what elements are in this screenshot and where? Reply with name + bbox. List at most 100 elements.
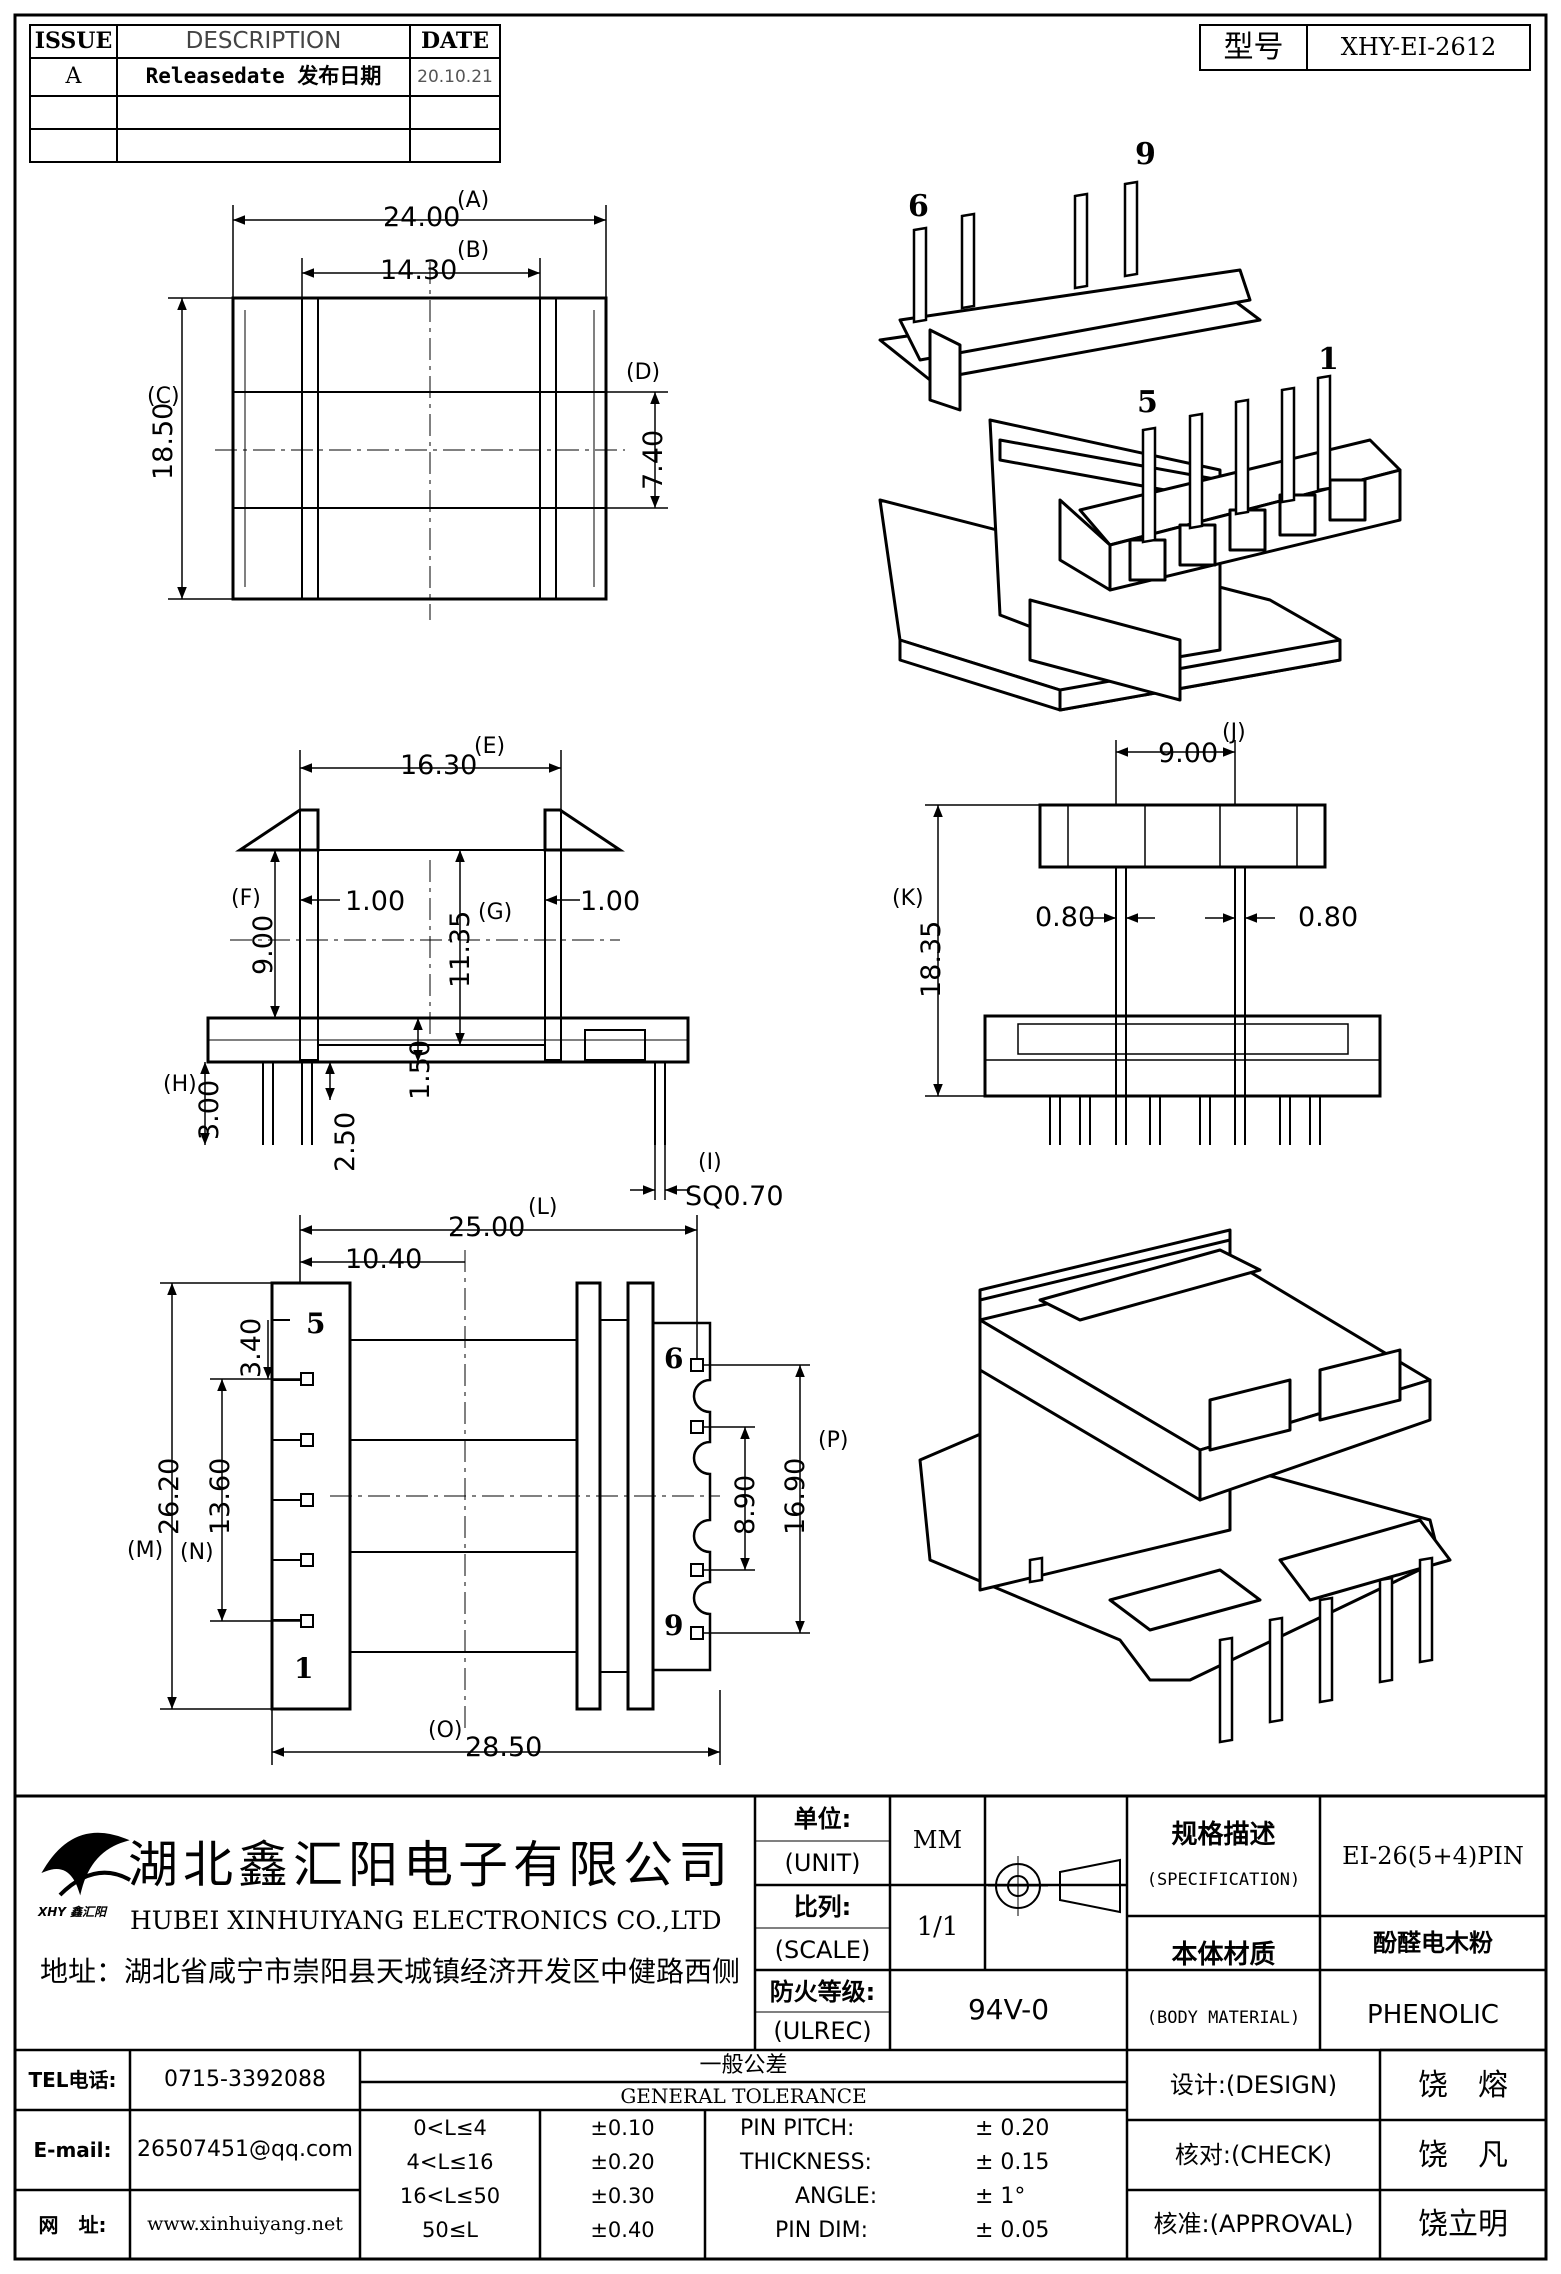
- dim-i-value: SQ0.70: [685, 1181, 784, 1212]
- dim-j-letter: (J): [1222, 720, 1246, 745]
- contact-tel-label: TEL电话:: [28, 2068, 117, 2092]
- spec-label-cn: 规格描述: [1171, 1819, 1276, 1850]
- tolerance-range-2: 4<L≤16: [406, 2150, 494, 2175]
- bottom-view-pins: [300, 1358, 704, 1640]
- contact-email-value[interactable]: 26507451@qq.com: [137, 2136, 353, 2162]
- page-border: [13, 13, 1548, 2261]
- signoff-check-label: 核对:(CHECK): [1174, 2140, 1333, 2169]
- dim-b-letter: (B): [457, 238, 490, 263]
- pin-label-5-bottom: 5: [306, 1307, 326, 1340]
- tolerance-range-3: 16<L≤50: [399, 2184, 501, 2209]
- dim-o-value: 28.50: [465, 1732, 543, 1763]
- isometric-view-bottom-pins: [1028, 1556, 1434, 1744]
- pin-label-9-iso: 9: [1135, 137, 1156, 172]
- dim-h-letter: (H): [163, 1072, 197, 1097]
- dim-l-sub-value: 10.40: [345, 1244, 423, 1275]
- dim-pin-len-value: 2.50: [330, 1111, 361, 1172]
- dim-d-value: 7.40: [638, 429, 669, 490]
- dim-n-letter: (N): [180, 1540, 214, 1565]
- company-name-en: HUBEI XINHUIYANG ELECTRONICS CO.,LTD: [130, 1906, 722, 1935]
- dim-c-letter: (C): [147, 384, 180, 409]
- tolerance-spec-angle: ANGLE:: [795, 2184, 878, 2209]
- material-label-cn: 本体材质: [1171, 1939, 1276, 1970]
- tolerance-range-4: 50≤L: [421, 2218, 479, 2243]
- dim-d-letter: (D): [626, 360, 661, 385]
- signoff-approval-label: 核准:(APPROVAL): [1153, 2210, 1354, 2239]
- dim-k-value: 18.35: [916, 920, 947, 998]
- dim-m-value: 26.20: [154, 1457, 185, 1535]
- top-view: [215, 262, 625, 620]
- dim-j-value: 9.00: [1158, 738, 1219, 769]
- signoff-approval-name: 饶立明: [1418, 2207, 1508, 2242]
- projection-symbol: [988, 1856, 1121, 1916]
- unit-label-en: (UNIT): [784, 1848, 861, 1877]
- tolerance-spec-angle-value: ± 1°: [975, 2184, 1026, 2209]
- tolerance-spec-pin-dim: PIN DIM:: [775, 2218, 869, 2243]
- company-logo-text: XHY 鑫汇阳: [38, 1905, 107, 1919]
- pin-label-6-iso: 6: [908, 189, 929, 224]
- signoff-design-name: 饶 熔: [1418, 2067, 1508, 2103]
- material-value-cn: 酚醛电木粉: [1373, 1928, 1493, 1957]
- contact-email-label: E-mail:: [33, 2138, 112, 2162]
- model-label: 型号: [1223, 30, 1284, 65]
- model-value: XHY-EI-2612: [1340, 33, 1497, 62]
- dim-e-letter: (E): [474, 734, 506, 759]
- contact-web-value[interactable]: www.xinhuiyang.net: [147, 2213, 343, 2236]
- ulrec-label-en: (ULREC): [773, 2016, 872, 2045]
- tolerance-spec-thickness: THICKNESS:: [740, 2150, 872, 2175]
- title-block-grid: [15, 1796, 1546, 2259]
- tolerance-spec-thickness-value: ± 0.15: [975, 2150, 1050, 2175]
- scale-value: 1/1: [916, 1912, 959, 1943]
- isometric-view-bottom: [918, 1228, 1452, 1682]
- company-logo: [41, 1832, 131, 1897]
- dim-l-value: 25.00: [448, 1212, 526, 1243]
- spec-label-en: (SPECIFICATION): [1146, 1869, 1301, 1890]
- pin-label-6-bottom: 6: [664, 1342, 684, 1375]
- side-section-dims: [200, 750, 690, 1200]
- unit-value: MM: [912, 1826, 963, 1855]
- dim-m-letter: (M): [127, 1538, 164, 1563]
- ulrec-label-cn: 防火等级:: [769, 1977, 876, 2006]
- dim-f-letter: (F): [231, 886, 261, 911]
- revision-row-date: 20.10.21: [417, 66, 493, 87]
- front-view: [983, 803, 1382, 1145]
- dim-n-sub-value: 3.40: [236, 1317, 267, 1378]
- dim-a-letter: (A): [457, 188, 490, 213]
- revision-header-issue: ISSUE: [34, 28, 113, 55]
- dim-g-value: 11.35: [445, 910, 476, 988]
- tolerance-value-2: ±0.20: [590, 2150, 655, 2175]
- tolerance-spec-pin-pitch: PIN PITCH:: [740, 2116, 855, 2141]
- dim-p-value: 16.90: [780, 1457, 811, 1535]
- model-box: [1199, 24, 1531, 71]
- bottom-view: [270, 1250, 720, 1730]
- dim-i-letter: (I): [698, 1150, 722, 1175]
- tolerance-value-4: ±0.40: [590, 2218, 655, 2243]
- tolerance-spec-pin-dim-value: ± 0.05: [975, 2218, 1050, 2243]
- ulrec-value: 94V-0: [967, 1992, 1050, 2026]
- scale-label-cn: 比列:: [793, 1892, 852, 1921]
- dim-e-value: 16.30: [400, 750, 478, 781]
- dim-j-right-value: 0.80: [1298, 902, 1359, 933]
- dim-base-value: 1.50: [405, 1039, 436, 1100]
- unit-label-cn: 单位:: [793, 1804, 852, 1833]
- dim-f-value: 9.00: [248, 914, 279, 975]
- isometric-view-top-pins: [912, 180, 1332, 544]
- dim-l-letter: (L): [528, 1195, 558, 1220]
- material-label-en: (BODY MATERIAL): [1146, 2007, 1301, 2028]
- dim-j-left-value: 0.80: [1035, 902, 1096, 933]
- dim-n-value: 13.60: [205, 1457, 236, 1535]
- dim-o-letter: (O): [428, 1718, 463, 1743]
- front-view-dims: [925, 740, 1275, 1097]
- dim-c-value: 18.50: [148, 402, 179, 480]
- bottom-view-dims: [160, 1215, 810, 1765]
- pin-label-5-iso: 5: [1137, 385, 1158, 420]
- tolerance-title-cn: 一般公差: [699, 2052, 788, 2078]
- tolerance-title-en: GENERAL TOLERANCE: [620, 2084, 867, 2108]
- dim-f-wall-value: 1.00: [345, 886, 406, 917]
- dim-g-wall-value: 1.00: [580, 886, 641, 917]
- dim-a-value: 24.00: [383, 202, 461, 233]
- spec-value: EI-26(5+4)PIN: [1342, 1841, 1524, 1870]
- pin-label-1-bottom: 1: [294, 1652, 314, 1685]
- tolerance-spec-pin-pitch-value: ± 0.20: [975, 2116, 1050, 2141]
- tolerance-value-3: ±0.30: [590, 2184, 655, 2209]
